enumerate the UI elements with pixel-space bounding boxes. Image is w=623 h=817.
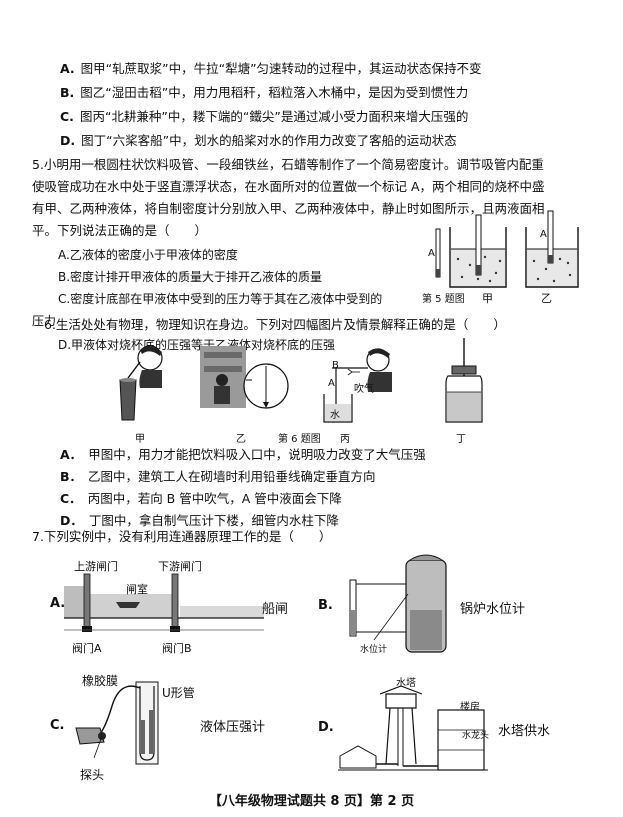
q7-a-valve-a: 阀门A [72,642,102,655]
q7-d-tap: 水龙头 [462,731,490,741]
q4-option-c: C.图丙“北耕兼种”中，耧下端的“鐵尖”是通过减小受力面积来增大压强的 [60,109,469,124]
q7-a-ship-lock [64,573,264,632]
q6-blow-label: 吹气 [354,384,374,395]
q5-option-a: A.乙液体的密度小于甲液体的密度 [58,248,238,262]
q6-option-a: A．甲图中，用力才能把饮料吸入口中，说明吸力改变了大气压强 [60,447,426,462]
q5-stem-line-3: 有甲、乙两种液体，将自制密度计分别放入甲、乙两种液体中，静止时如图所示，且两液面… [32,201,545,216]
q7-stem: 7.下列实例中，没有利用连通器原理工作的是（ ） [32,529,332,544]
q7-c-pressure-gauge [75,681,159,765]
q7-d-building: 楼房 [460,702,480,713]
q5-figure [435,210,579,288]
q7-b-name: 锅炉水位计 [460,602,526,617]
q5-option-c: C.密度计底部在甲液体中受到的压力等于其在乙液体中受到的 [58,292,383,306]
q5-option-c-cont: 压力 [32,314,57,328]
q7-c-probe: 探头 [80,768,105,782]
q5-option-b: B.密度计排开甲液体的质量大于排开乙液体的质量 [58,270,323,284]
q6-label-ding: 丁 [456,434,466,445]
q5-mark-a-yi: A [540,229,547,240]
q5-mark-a: A [428,248,435,259]
q4-option-d: D.图丁“六桨客船”中，划水的船桨对水的作用力改变了客船的运动状态 [60,133,457,148]
q5-label-yi: 乙 [541,292,552,305]
q7-b-gauge: 水位计 [360,645,388,655]
q7-a-name: 船闸 [262,602,289,617]
q4-option-a: A.图甲“轧蔗取浆”中，牛拉“犁塘”匀速转动的过程中，其运动状态保持不变 [60,61,482,76]
q7-c-membrane: 橡胶膜 [82,674,119,688]
q6-option-c: C．丙图中，若向 B 管中吹气，A 管中液面会下降 [60,491,342,506]
q7-c-name: 液体压强计 [200,720,266,735]
q6-option-b: B．乙图中，建筑工人在砌墙时利用铅垂线确定垂直方向 [60,469,376,484]
q5-stem-line-2: 使吸管成功在水中处于竖直漂浮状态，在水面所对的位置做一个标记 A，两个相同的烧杯… [32,179,545,194]
page-footer: 【八年级物理试题共 8 页】第 2 页 [208,794,415,809]
q4-option-b: B.图乙“湿田击稻”中，用力甩稻秆，稻粒落入木桶中，是因为受到惯性力 [60,85,469,100]
q5-stem-line-4: 平。下列说法正确的是（ ） [32,223,208,238]
q6-label-jia: 甲 [135,434,145,445]
q7-d-name: 水塔供水 [498,724,551,739]
q6-label-yi: 乙 [236,434,246,445]
q7-a-chamber: 闸室 [126,583,148,596]
q6-stem: 6.生活处处有物理，物理知识在身边。下列对四幅图片及情景解释正确的是（ ） [44,317,506,332]
q6-tube-a: A [328,378,335,389]
q5-figure-caption: 第 5 题图 [422,294,465,305]
q6-figure-caption: 第 6 题图 [278,434,321,445]
q7-d-water-tower [338,685,488,771]
q6-figure-bing [323,348,392,423]
q6-figure-jia [119,345,163,421]
q7-a-upper-gate: 上游闸门 [74,560,118,573]
q6-water-label: 水 [330,410,340,421]
q6-figure-ding [445,338,483,423]
q5-option-d: D.甲液体对烧杯底的压强等于乙液体对烧杯底的压强 [58,338,336,352]
q7-b-letter: B. [318,598,333,613]
q7-b-boiler [349,554,447,653]
q7-a-valve-b: 阀门B [162,642,192,655]
q6-tube-b: B [332,360,339,371]
q6-figure-yi [200,346,289,409]
q7-a-letter: A. [50,596,66,611]
q7-c-letter: C. [50,718,65,733]
q5-label-jia: 甲 [482,292,493,305]
q7-d-letter: D. [318,720,334,735]
q7-d-tower: 水塔 [396,678,416,689]
q7-c-utube: U形管 [162,686,195,700]
q5-stem-line-1: 5.小明用一根圆柱状饮料吸管、一段细铁丝，石蜡等制作了一个简易密度计。调节吸管内… [32,157,544,172]
q7-a-lower-gate: 下游闸门 [158,560,202,573]
q6-option-d: D．丁图中，拿自制气压计下楼，细管内水柱下降 [60,513,339,528]
q6-label-bing: 丙 [340,434,350,445]
